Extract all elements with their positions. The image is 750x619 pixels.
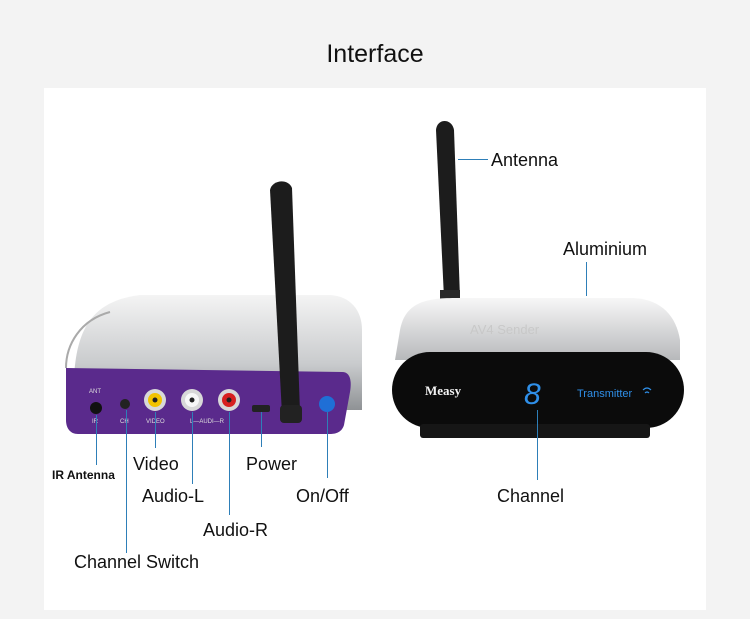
transmitter-device: AV4 Sender Measy 8 Transmitter bbox=[392, 121, 684, 438]
on-off-label: On/Off bbox=[296, 486, 349, 506]
ir-port-icon bbox=[90, 402, 102, 414]
power-port-icon bbox=[252, 405, 270, 412]
receiver-device: ANT IR CH VIDEO L—AUDI—R bbox=[65, 181, 362, 434]
page-title: Interface bbox=[326, 40, 424, 68]
ir-label: IR bbox=[92, 419, 99, 425]
purple-rear-panel bbox=[66, 368, 351, 434]
channel-display: 8 bbox=[524, 378, 541, 411]
antenna-label: Antenna bbox=[491, 150, 559, 170]
video-label-callout: Video bbox=[133, 454, 179, 474]
engraved-model: AV4 Sender bbox=[470, 322, 540, 337]
audio-r-label: Audio-R bbox=[203, 520, 269, 540]
audio-l-label: Audio-L bbox=[142, 486, 205, 506]
ch-label: CH bbox=[120, 419, 129, 425]
power-label: Power bbox=[246, 454, 298, 474]
audio-label: L—AUDI—R bbox=[190, 419, 225, 425]
aluminium-label: Aluminium bbox=[563, 239, 648, 259]
ant-label: ANT bbox=[89, 389, 101, 395]
channel-switch-label: Channel Switch bbox=[74, 552, 200, 572]
mode-label: Transmitter bbox=[577, 388, 633, 400]
front-display-panel bbox=[392, 352, 684, 428]
antenna-icon bbox=[270, 181, 300, 414]
ir-antenna-label: IR Antenna bbox=[52, 468, 115, 482]
wifi-icon bbox=[642, 387, 652, 394]
channel-switch-icon bbox=[120, 399, 130, 409]
power-button-icon bbox=[319, 396, 335, 412]
brand-logo: Measy bbox=[425, 383, 462, 398]
antenna-icon bbox=[436, 121, 460, 298]
channel-label: Channel bbox=[497, 486, 565, 506]
